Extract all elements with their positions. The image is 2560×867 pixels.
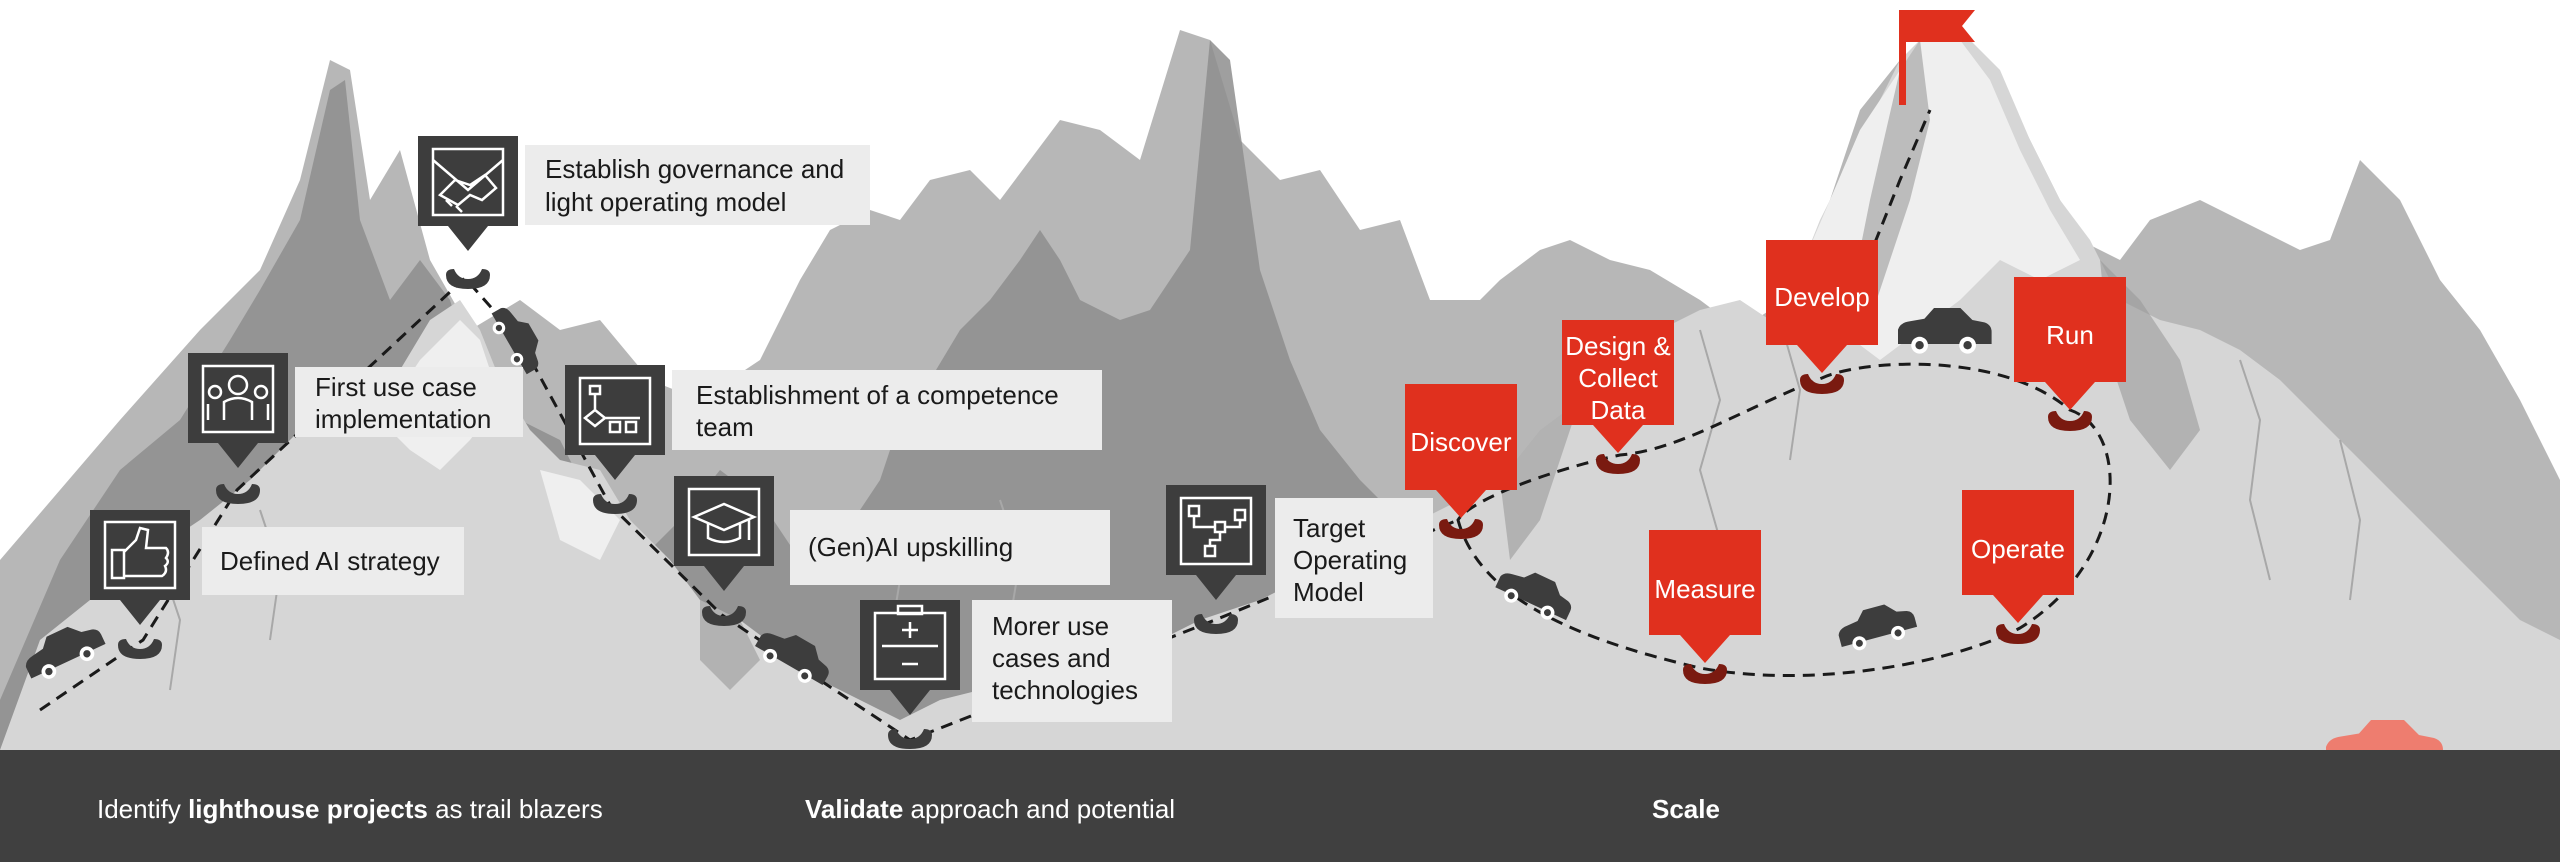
label-defined-ai-strategy: Defined AI strategy [202, 527, 464, 595]
flag-icon [1899, 10, 1975, 105]
marker-develop [1766, 240, 1878, 394]
marker-upskilling [674, 476, 774, 626]
people-icon [201, 364, 275, 434]
phase-2-bold: Validate [805, 794, 904, 824]
cycle-design-label-1: Design & [1565, 331, 1671, 361]
marker-first-use-case [188, 353, 288, 504]
marker-discover [1405, 384, 1517, 539]
marker-more-use-cases [860, 600, 960, 749]
marker-governance [418, 136, 518, 289]
marker-measure [1649, 530, 1761, 684]
trail-path-summit [1858, 109, 1932, 281]
cycle-run-label: Run [2046, 320, 2094, 350]
org-chart-icon [578, 376, 652, 446]
cycle-design-label-2: Collect [1578, 363, 1658, 393]
marker-operate [1962, 490, 2074, 644]
marker-design [1562, 320, 1674, 474]
marker-tom [1166, 485, 1266, 634]
label-competence: Establishment of a competence team [672, 370, 1102, 450]
trail-loop [1456, 362, 2112, 677]
label-first-use-case: First use case implementation [295, 367, 523, 437]
marker-run [2014, 277, 2126, 431]
phase-1-post: as trail blazers [427, 794, 603, 824]
phase-2-text: Validate approach and potential [805, 794, 1175, 825]
phase-1-pre: Identify [97, 794, 189, 824]
graduation-cap-icon [687, 487, 761, 557]
label-governance: Establish governance and light operating… [525, 145, 870, 225]
phase-bar [0, 750, 2560, 862]
label-target-operating-model: Target Operating Model [1275, 498, 1433, 618]
label-more-use-cases: Morer use cases and technologies [972, 600, 1172, 722]
cycle-measure-label: Measure [1654, 574, 1755, 604]
label-upskilling: (Gen)AI upskilling [790, 510, 1110, 585]
marker-strategy [90, 510, 190, 659]
cycle-develop-label: Develop [1774, 282, 1869, 312]
cycle-design-label-3: Data [1591, 395, 1646, 425]
thumbs-up-icon [103, 520, 177, 590]
flowchart-icon [1179, 496, 1253, 566]
phase-2-post: approach and potential [903, 794, 1176, 824]
phase-3-text: Scale [1652, 794, 1720, 825]
first-aid-kit-icon [873, 604, 947, 681]
cycle-discover-label: Discover [1410, 427, 1511, 457]
phase-1-text: Identify lighthouse projects as trail bl… [97, 794, 603, 825]
phase-1-bold: lighthouse projects [188, 794, 428, 824]
phase-3-bold: Scale [1652, 794, 1720, 824]
cycle-operate-label: Operate [1971, 534, 2065, 564]
handshake-icon [431, 147, 505, 217]
